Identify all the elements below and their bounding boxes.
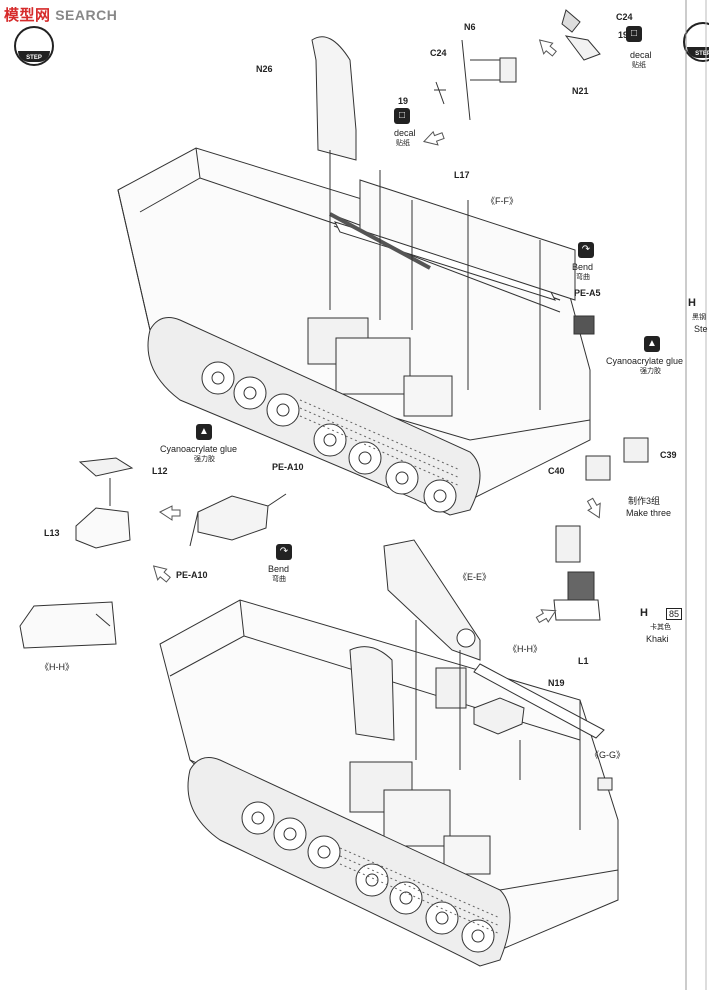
watermark-logo: 模型网 SEARCH (4, 4, 117, 25)
section-label: 《E-E》 (458, 572, 492, 582)
bend-icon: ↷ (578, 242, 594, 258)
part-label: PE-A10 (272, 462, 304, 472)
decal-note-cn: 贴纸 (632, 62, 646, 69)
bend-note-cn: 弯曲 (272, 576, 286, 583)
part-label: PE-A5 (574, 288, 601, 298)
bend-note-cn: 弯曲 (576, 274, 590, 281)
decal-icon: □ (626, 26, 642, 42)
decal-note-cn: 贴纸 (396, 140, 410, 147)
part-label: L12 (152, 466, 168, 476)
decal-note-en: decal (630, 50, 652, 60)
section-label: 《H-H》 (508, 644, 542, 654)
part-label: L13 (44, 528, 60, 538)
paint-cn: 卡其色 (650, 624, 671, 631)
step-badge-label: STEP (695, 51, 709, 57)
side-paint-cn: 黑钢 (692, 314, 706, 321)
section-label: 《F-F》 (486, 196, 518, 206)
step-badge-cap (687, 47, 709, 58)
paint-num: 85 (666, 608, 683, 620)
section-label: 《G-G》 (590, 750, 625, 760)
glue-note-en: Cyanoacrylate glue (606, 356, 684, 366)
part-label: N6 (464, 22, 476, 32)
part-label: N21 (572, 86, 589, 96)
part-label: C24 (430, 48, 447, 58)
part-label: 19 (618, 30, 629, 40)
paint-en: Khaki (646, 634, 669, 644)
glue-note-cn: 强力胶 (640, 368, 661, 375)
watermark-brand-cn: 模型网 (4, 7, 51, 24)
part-label: C40 (548, 466, 565, 476)
part-label: PE-A10 (176, 570, 208, 580)
part-label: C39 (660, 450, 677, 460)
step-badge-left: STEP (14, 26, 54, 66)
glue-note-cn: 强力胶 (194, 456, 215, 463)
paint-code: H (640, 607, 648, 619)
part-label: N26 (256, 64, 273, 74)
make-note-cn: 制作3组 (628, 496, 661, 506)
lower-hull-drawing (159, 525, 619, 967)
bend-icon: ↷ (276, 544, 292, 560)
glue-note-en: Cyanoacrylate glue (160, 444, 238, 454)
part-label: L1 (578, 656, 589, 666)
detail-l12-drawing (19, 457, 287, 649)
glue-icon: ▲ (644, 336, 660, 352)
step-badge-label: STEP (26, 55, 42, 61)
side-paint-en: Ste (694, 324, 708, 334)
decal-icon: □ (394, 108, 410, 124)
step-badge-cap (18, 51, 50, 62)
make-note-en: Make three (626, 508, 672, 518)
decal-note-en: decal (394, 128, 416, 138)
part-label: 19 (398, 96, 409, 106)
part-label: L17 (454, 170, 470, 180)
glue-icon: ▲ (196, 424, 212, 440)
step-badge-right: STEP (683, 22, 709, 62)
bend-note-en: Bend (268, 564, 290, 574)
upper-hull-drawing (117, 9, 649, 516)
side-paint-code: H (688, 297, 696, 309)
part-label: N19 (548, 678, 565, 688)
watermark-brand-en: SEARCH (55, 7, 118, 23)
bend-note-en: Bend (572, 262, 594, 272)
section-label: 《H-H》 (40, 662, 74, 672)
part-label: C24 (616, 12, 633, 22)
